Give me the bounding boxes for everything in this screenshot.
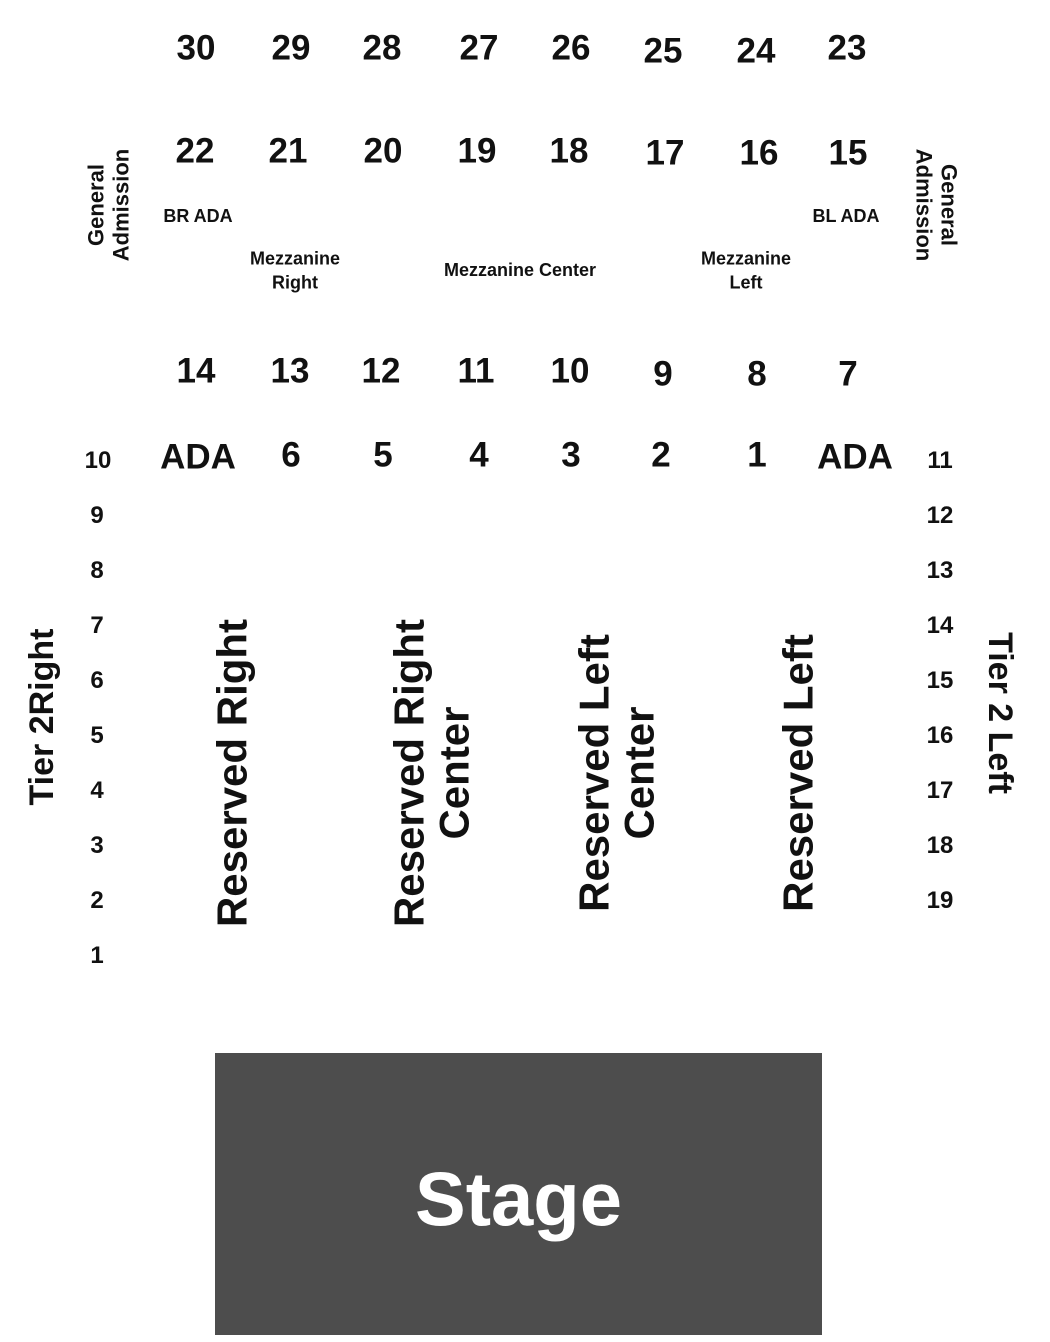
br-ada-label[interactable]: BR ADA [163,205,233,226]
row-label-21[interactable]: 21 [268,131,308,171]
stage-area: Stage [215,1053,822,1335]
row-label-18[interactable]: 18 [549,131,589,171]
tier-right-row-6[interactable]: 6 [90,667,104,694]
row-label-25[interactable]: 25 [643,31,683,71]
row-label-29[interactable]: 29 [271,28,311,68]
row-label-28[interactable]: 28 [362,28,402,68]
tier-2-right-label[interactable]: Tier 2Right [23,628,61,806]
section-reserved-left[interactable]: Reserved Left [774,634,822,912]
tier-left-row-15[interactable]: 15 [926,667,954,694]
mezzanine-left-label[interactable]: Mezzanine Left [700,248,792,293]
mezzanine-center-label[interactable]: Mezzanine Center [443,259,597,280]
row-label-27[interactable]: 27 [459,28,499,68]
tier-right-row-7[interactable]: 7 [90,612,104,639]
row-label-15[interactable]: 15 [828,133,868,173]
row-label-2[interactable]: 2 [651,435,671,475]
ada-left-label[interactable]: ADA [160,437,236,477]
tier-right-row-1[interactable]: 1 [90,942,104,969]
tier-left-row-12[interactable]: 12 [926,502,954,529]
row-label-8[interactable]: 8 [747,354,767,394]
row-label-16[interactable]: 16 [739,133,779,173]
row-label-20[interactable]: 20 [363,131,403,171]
tier-right-row-9[interactable]: 9 [90,502,104,529]
row-label-17[interactable]: 17 [645,133,685,173]
row-label-9[interactable]: 9 [653,354,673,394]
ada-right-label[interactable]: ADA [817,437,893,477]
section-reserved-right[interactable]: Reserved Right [208,618,256,928]
tier-right-row-4[interactable]: 4 [90,777,104,804]
tier-right-row-2[interactable]: 2 [90,887,104,914]
tier-left-row-14[interactable]: 14 [926,612,954,639]
row-label-10[interactable]: 10 [550,351,590,391]
row-label-3[interactable]: 3 [561,435,581,475]
row-label-1[interactable]: 1 [747,435,767,475]
row-label-26[interactable]: 26 [551,28,591,68]
row-label-14[interactable]: 14 [176,351,216,391]
tier-left-row-13[interactable]: 13 [926,557,954,584]
tier-left-row-17[interactable]: 17 [926,777,954,804]
section-reserved-right-center[interactable]: Reserved Right Center [385,618,478,928]
mezzanine-right-label[interactable]: Mezzanine Right [249,248,341,293]
row-label-12[interactable]: 12 [361,351,401,391]
stage-label: Stage [415,1157,622,1243]
tier-left-row-16[interactable]: 16 [926,722,954,749]
row-label-22[interactable]: 22 [175,131,215,171]
row-label-13[interactable]: 13 [270,351,310,391]
tier-left-row-18[interactable]: 18 [926,832,954,859]
tier-right-row-5[interactable]: 5 [90,722,104,749]
row-label-5[interactable]: 5 [373,435,393,475]
row-label-7[interactable]: 7 [838,354,858,394]
section-reserved-left-center[interactable]: Reserved Left Center [570,634,663,912]
row-label-23[interactable]: 23 [827,28,867,68]
row-label-11[interactable]: 11 [457,351,495,391]
row-label-30[interactable]: 30 [176,28,216,68]
row-label-24[interactable]: 24 [736,31,776,71]
bl-ada-label[interactable]: BL ADA [812,205,880,226]
tier-right-row-8[interactable]: 8 [90,557,104,584]
general-admission-right[interactable]: General Admission [911,148,962,262]
tier-right-row-3[interactable]: 3 [90,832,104,859]
row-label-4[interactable]: 4 [469,435,489,475]
tier-left-row-19[interactable]: 19 [926,887,954,914]
row-label-6[interactable]: 6 [281,435,301,475]
tier-left-row-11[interactable]: 11 [927,447,953,474]
tier-right-row-10[interactable]: 10 [84,447,112,474]
tier-2-left-label[interactable]: Tier 2 Left [981,632,1019,794]
row-label-19[interactable]: 19 [457,131,497,171]
general-admission-left[interactable]: General Admission [83,148,134,262]
